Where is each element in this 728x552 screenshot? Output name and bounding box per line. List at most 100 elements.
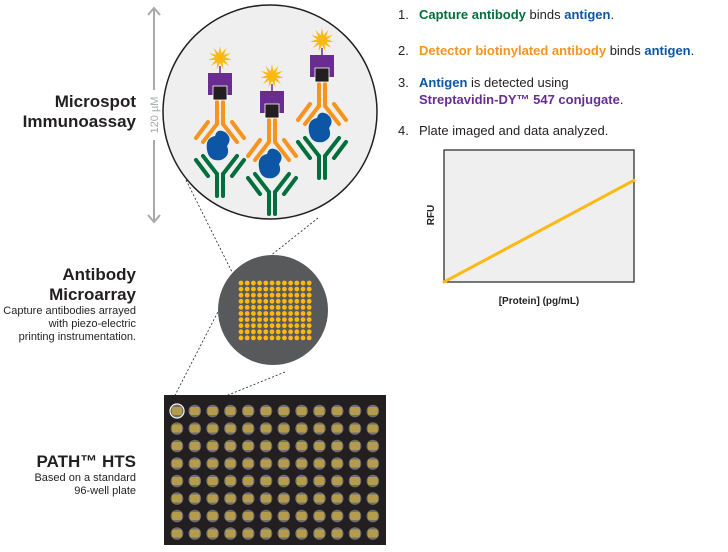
step-text-plain: .: [610, 7, 615, 22]
plate-well-signal: [332, 494, 343, 503]
plate-title: PATH™ HTS: [36, 452, 136, 471]
step-text-capture: Capture antibody: [419, 7, 526, 22]
plate-well-signal: [243, 407, 254, 415]
plate-well-signal: [207, 459, 218, 468]
plate-well-signal: [172, 442, 182, 450]
array-spot: [288, 329, 293, 335]
array-spot: [275, 335, 281, 341]
array-spot: [263, 286, 269, 292]
plate-well-signal: [207, 512, 218, 520]
step-text-plain: .: [690, 43, 695, 58]
array-spot: [251, 292, 256, 298]
array-spot: [251, 329, 256, 335]
plate-well-signal: [367, 494, 378, 503]
array-spot: [251, 317, 256, 322]
array-spot: [275, 298, 281, 304]
microarray-label: Antibody Microarray Capture antibodies a…: [0, 265, 136, 344]
array-spot: [288, 335, 293, 341]
array-spot: [306, 329, 312, 335]
plate-well-signal: [278, 512, 289, 520]
array-spot: [306, 317, 312, 322]
plate-well-signal: [367, 407, 378, 415]
array-spot: [269, 292, 275, 298]
array-spot: [275, 329, 281, 335]
array-spot: [294, 292, 300, 298]
antigen-icon: [308, 112, 332, 143]
plate-well-signal: [225, 477, 236, 485]
plate-well-signal: [172, 407, 182, 415]
plate-well-signal: [296, 459, 307, 468]
array-spot: [244, 280, 250, 286]
biotin-icon: [314, 67, 330, 83]
plate-well-signal: [172, 512, 182, 520]
array-spot: [257, 317, 262, 322]
plate-well-signal: [350, 512, 360, 520]
plate-well-signal: [314, 494, 325, 503]
plate-well-signal: [278, 407, 289, 415]
antigen-icon: [206, 130, 230, 161]
step-text-plain: Plate imaged and data analyzed.: [419, 123, 609, 138]
array-spot: [282, 280, 287, 286]
array-spot: [263, 323, 269, 329]
antibody-complex: [194, 46, 246, 198]
array-spot: [257, 280, 262, 286]
antibody-complexes: [194, 28, 348, 216]
plate-well-signal: [332, 424, 343, 433]
plate-well-signal: [278, 529, 289, 538]
plate-well-signal: [278, 424, 289, 433]
plate-well-signal: [314, 477, 325, 485]
plate-well-signal: [278, 494, 289, 503]
array-spot: [306, 335, 312, 341]
fluorophore-star-icon: [310, 28, 334, 52]
array-spot: [257, 329, 262, 335]
antibody-complex: [296, 28, 348, 180]
array-spot: [300, 286, 306, 292]
array-spot: [275, 305, 281, 310]
array-spot: [251, 298, 256, 304]
microarray-spot: [218, 255, 328, 365]
step-number: 4.: [398, 123, 409, 138]
array-spot: [244, 286, 250, 292]
plate-label: PATH™ HTS Based on a standard 96-well pl…: [0, 452, 136, 498]
plate-well-signal: [243, 494, 254, 503]
arrow-up-icon: [147, 6, 161, 16]
plate-well-signal: [172, 424, 182, 433]
array-spot: [275, 292, 281, 298]
plate-well-signal: [296, 512, 307, 520]
microarray-title-line1: Antibody: [62, 265, 136, 284]
array-spot: [244, 298, 250, 304]
fluorophore-star-icon: [260, 64, 284, 88]
plate-desc-line1: Based on a standard: [34, 472, 136, 484]
array-spot: [282, 335, 287, 341]
array-spot: [269, 280, 275, 286]
plate-well-signal: [225, 442, 236, 450]
array-spot: [251, 311, 256, 316]
array-spot: [263, 335, 269, 341]
plate-well-signal: [243, 442, 254, 450]
plate-well-signal: [243, 477, 254, 485]
assay-diagram: 120 µM: [147, 4, 386, 545]
plate-well-signal: [172, 459, 182, 468]
plate-well-signal: [225, 407, 236, 415]
step-number: 1.: [398, 7, 409, 22]
array-spot: [300, 329, 306, 335]
plate-well-signal: [296, 494, 307, 503]
array-spot: [282, 292, 287, 298]
array-spot: [263, 292, 269, 298]
array-spot: [288, 323, 293, 329]
plate-well-signal: [243, 459, 254, 468]
plate-well-signal: [332, 459, 343, 468]
array-spot: [294, 329, 300, 335]
step-4: 4. Plate imaged and data analyzed.: [398, 122, 608, 139]
plate-well-signal: [350, 407, 360, 415]
chart-series-line: [442, 178, 636, 284]
microspot-title-line2: Immunoassay: [22, 112, 136, 131]
array-spot: [257, 323, 262, 329]
array-spot: [238, 292, 244, 298]
array-spot: [300, 311, 306, 316]
array-spot: [294, 286, 300, 292]
array-spot: [257, 292, 262, 298]
array-spot: [269, 286, 275, 292]
array-spot: [251, 286, 256, 292]
plate-well-signal: [332, 529, 343, 538]
